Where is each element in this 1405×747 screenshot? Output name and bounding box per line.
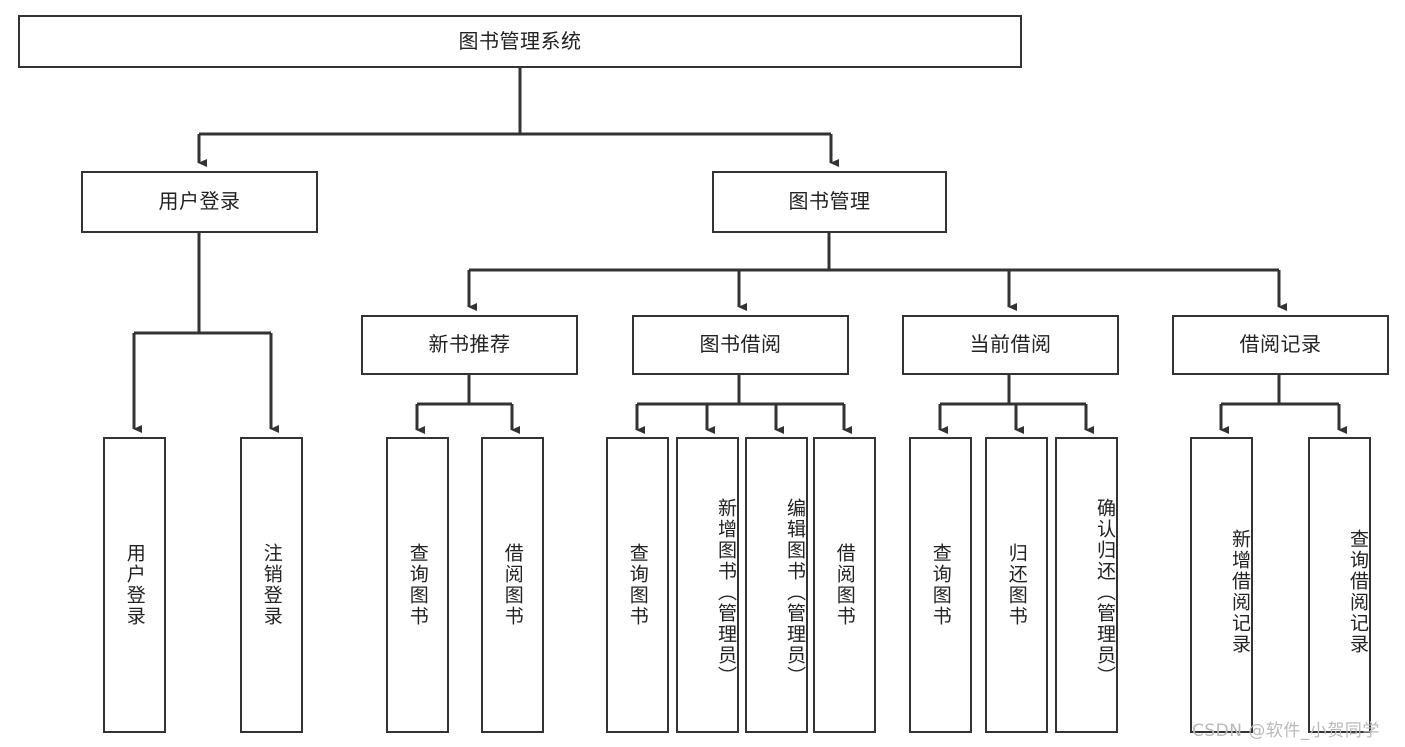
node-leaf-add-record-label: 新增借阅记录 [1229,529,1251,655]
node-leaf-borrow-book-1-label: 借阅图书 [501,543,524,627]
node-leaf-logout-label: 注销登录 [260,543,283,627]
node-leaf-return-book[interactable]: 归还图书 [985,437,1048,733]
node-leaf-edit-book-label: 编辑图书（管理员） [784,497,806,687]
node-leaf-confirm-return[interactable]: 确认归还（管理员） [1055,437,1118,733]
node-user-login[interactable]: 用户登录 [81,171,318,233]
node-leaf-add-book[interactable]: 新增图书（管理员） [676,437,739,733]
node-book-manage[interactable]: 图书管理 [712,171,947,233]
node-book-borrow[interactable]: 图书借阅 [632,315,849,375]
node-leaf-query-book-1[interactable]: 查询图书 [386,437,449,733]
watermark-text: CSDN @软件_小贺同学 [1192,721,1380,741]
node-root[interactable]: 图书管理系统 [18,15,1022,68]
node-current-borrow[interactable]: 当前借阅 [902,315,1119,375]
node-leaf-query-book-1-label: 查询图书 [406,543,429,627]
node-leaf-add-record[interactable]: 新增借阅记录 [1190,437,1253,733]
node-leaf-borrow-book-2-label: 借阅图书 [833,543,856,627]
node-leaf-edit-book[interactable]: 编辑图书（管理员） [745,437,808,733]
node-leaf-user-login[interactable]: 用户登录 [103,437,166,733]
node-leaf-borrow-book-2[interactable]: 借阅图书 [813,437,876,733]
node-leaf-return-book-label: 归还图书 [1005,543,1028,627]
node-root-label: 图书管理系统 [458,28,582,53]
node-leaf-borrow-book-1[interactable]: 借阅图书 [481,437,544,733]
node-leaf-query-book-2[interactable]: 查询图书 [606,437,669,733]
node-new-book-rec-label: 新书推荐 [428,332,511,357]
node-borrow-record[interactable]: 借阅记录 [1172,315,1389,375]
node-leaf-query-book-3[interactable]: 查询图书 [909,437,972,733]
node-leaf-confirm-return-label: 确认归还（管理员） [1094,497,1116,687]
node-leaf-query-book-2-label: 查询图书 [626,543,649,627]
node-book-borrow-label: 图书借阅 [699,332,782,357]
node-leaf-logout[interactable]: 注销登录 [240,437,303,733]
node-current-borrow-label: 当前借阅 [969,332,1052,357]
node-new-book-rec[interactable]: 新书推荐 [361,315,578,375]
node-book-manage-label: 图书管理 [788,189,871,214]
node-leaf-query-book-3-label: 查询图书 [929,543,952,627]
node-borrow-record-label: 借阅记录 [1239,332,1322,357]
node-leaf-add-book-label: 新增图书（管理员） [715,497,737,687]
node-leaf-query-record[interactable]: 查询借阅记录 [1308,437,1371,733]
node-leaf-user-login-label: 用户登录 [123,543,146,627]
node-user-login-label: 用户登录 [158,189,241,214]
node-leaf-query-record-label: 查询借阅记录 [1347,529,1369,655]
